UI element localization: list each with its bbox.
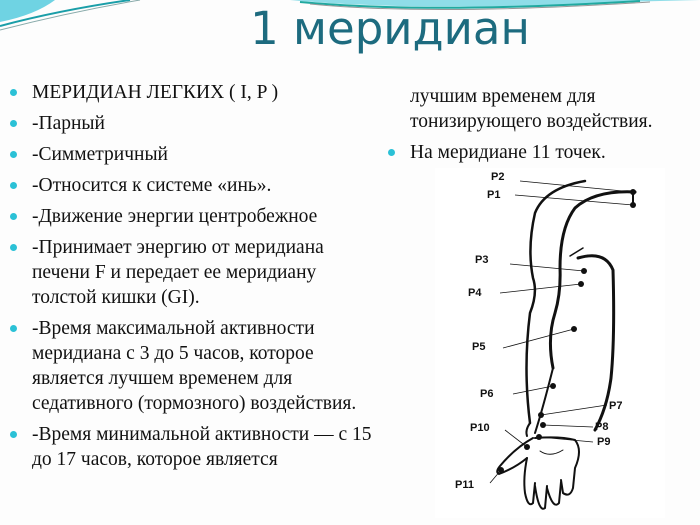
svg-text:P7: P7 — [609, 400, 622, 412]
point-labels: P2 P1 P3 P4 P5 P6 P7 P8 P9 P10 P11 — [455, 171, 622, 491]
arm-meridian-figure: P2 P1 P3 P4 P5 P6 P7 P8 P9 P10 P11 — [435, 168, 665, 518]
svg-text:P6: P6 — [480, 388, 493, 400]
bullet-item: -Симметричный — [10, 142, 385, 167]
slide-title: 1 меридиан — [250, 2, 530, 55]
bullet-dot-icon — [10, 244, 17, 251]
bullet-item: -Принимает энергию от меридиана печени F… — [10, 235, 385, 310]
bullet-dot-icon — [10, 89, 17, 96]
svg-text:P1: P1 — [487, 189, 500, 201]
bullet-dot-icon — [10, 431, 17, 438]
bullet-item: МЕРИДИАН ЛЕГКИХ ( I, P ) — [10, 80, 385, 105]
bullet-dot-icon — [10, 213, 17, 220]
svg-text:P3: P3 — [475, 254, 488, 266]
svg-text:P8: P8 — [595, 421, 608, 433]
svg-text:P5: P5 — [472, 341, 485, 353]
svg-text:P11: P11 — [455, 479, 474, 491]
bullet-dot-icon — [10, 182, 17, 189]
decorative-wave-header — [0, 0, 700, 31]
bullet-item: На меридиане 11 точек. — [388, 140, 700, 165]
bullet-item: -Время минимальной активности — с 15 до … — [10, 422, 385, 472]
svg-text:P2: P2 — [491, 171, 504, 183]
bullet-item: -Относится к системе «инь». — [10, 173, 385, 198]
right-bullet-list: лучшим временем для тонизирующего воздей… — [388, 84, 700, 171]
bullet-item: -Движение энергии центробежное — [10, 204, 385, 229]
bullet-item: -Время максимальной активности меридиана… — [10, 316, 385, 416]
bullet-dot-icon — [388, 149, 395, 156]
bullet-dot-icon — [10, 325, 17, 332]
svg-text:P4: P4 — [468, 287, 482, 299]
svg-text:P9: P9 — [597, 436, 610, 448]
bullet-dot-icon — [10, 151, 17, 158]
arm-diagram-icon: P2 P1 P3 P4 P5 P6 P7 P8 P9 P10 P11 — [455, 171, 637, 510]
left-bullet-list: МЕРИДИАН ЛЕГКИХ ( I, P ) -Парный -Симмет… — [10, 80, 385, 478]
continued-text: лучшим временем для тонизирующего воздей… — [410, 86, 653, 132]
bullet-item: -Парный — [10, 111, 385, 136]
svg-text:P10: P10 — [470, 422, 490, 434]
bullet-dot-icon — [10, 120, 17, 127]
